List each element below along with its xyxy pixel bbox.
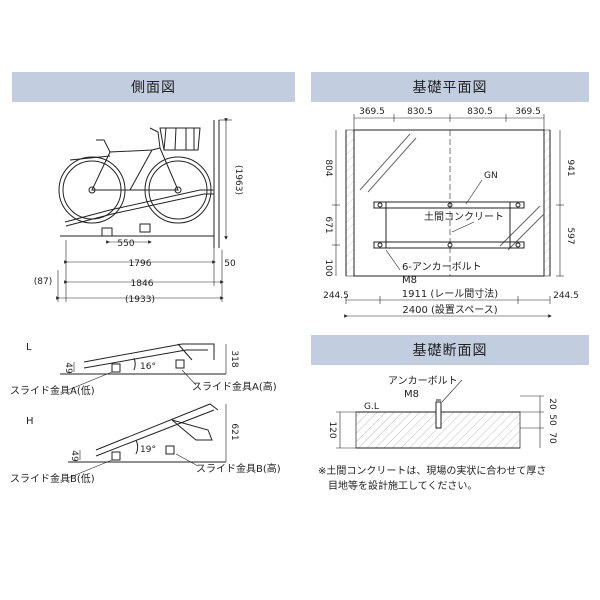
foundation-section — [355, 399, 521, 449]
plan-dim-right: 244.5 — [553, 291, 579, 301]
section-label-bolt: アンカーボルト — [388, 375, 458, 387]
plan-dim-left: 244.5 — [323, 291, 349, 301]
slide-fitting-B-drawing — [68, 403, 226, 463]
plan-dim-t4: 369.5 — [515, 107, 541, 117]
slide-B-low-label: スライド金具B(低) — [10, 472, 95, 485]
dim-550: 550 — [117, 239, 134, 249]
dim-h-49: 49 — [69, 450, 79, 462]
dim-1963: (1963) — [233, 165, 243, 195]
dim-l-49: 49 — [63, 362, 73, 374]
plan-dim-t2: 830.5 — [407, 107, 433, 117]
plan-dim-rail: 1911 (レール間寸法) — [402, 287, 499, 300]
plan-label-concrete: 土間コンクリート — [424, 210, 504, 223]
dim-50: 50 — [224, 259, 236, 269]
section-label-gl: G.L — [364, 402, 379, 412]
dim-l-318: 318 — [229, 350, 239, 367]
label-L: L — [26, 342, 32, 353]
plan-dim-total: 2400 (設置スペース) — [402, 303, 497, 316]
plan-dim-671: 671 — [323, 216, 333, 233]
dim-87: (87) — [34, 277, 52, 287]
slide-B-high-label: スライド金具B(高) — [196, 462, 281, 475]
note-line-2: 目地等を設計施工してください。 — [328, 481, 478, 492]
section-view-banner: 基礎断面図 — [311, 335, 589, 365]
foundation-plan — [345, 129, 551, 277]
slide-A-high-label: スライド金具A(高) — [192, 380, 277, 393]
plan-dim-t1: 369.5 — [359, 107, 385, 117]
concrete-note: ※土間コンクリートは、現場の実状に合わせて厚さ 目地等を設計施工してください。 — [318, 464, 588, 494]
section-dim-70: 70 — [547, 432, 557, 444]
dim-1796: 1796 — [129, 259, 152, 269]
section-dim-120: 120 — [327, 421, 337, 438]
plan-dim-804: 804 — [323, 159, 333, 176]
side-view-banner: 側面図 — [12, 72, 295, 102]
section-dim-50: 50 — [547, 414, 557, 426]
plan-dim-100: 100 — [323, 259, 333, 276]
plan-label-gn: GN — [484, 171, 498, 181]
section-dim-20: 20 — [547, 398, 557, 410]
label-H: H — [26, 416, 34, 427]
dim-1846: 1846 — [131, 279, 154, 289]
plan-label-m8: M8 — [402, 275, 417, 286]
dim-1933: (1933) — [125, 295, 155, 305]
plan-view-banner: 基礎平面図 — [311, 72, 589, 102]
plan-dim-597: 597 — [565, 227, 575, 244]
section-label-m8: M8 — [404, 389, 419, 400]
slide-A-low-label: スライド金具A(低) — [10, 384, 95, 397]
dim-h-angle: 19° — [140, 445, 156, 455]
bicycle-side-view — [58, 120, 220, 248]
plan-dim-941: 941 — [565, 159, 575, 176]
plan-dim-t3: 830.5 — [467, 107, 493, 117]
note-line-1: ※土間コンクリートは、現場の実状に合わせて厚さ — [318, 466, 547, 477]
plan-label-bolt: 6-アンカーボルト — [402, 261, 482, 273]
dim-l-angle: 16° — [140, 362, 156, 372]
slide-fitting-A-drawing — [60, 343, 226, 375]
dim-h-621: 621 — [229, 423, 239, 440]
